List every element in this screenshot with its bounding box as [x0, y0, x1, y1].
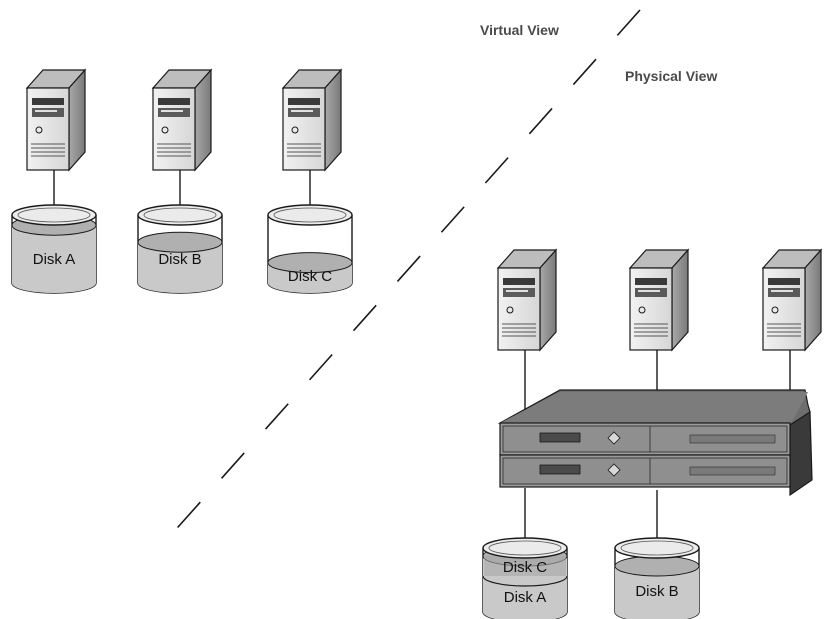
disk-top	[614, 537, 700, 559]
server-drive-slot	[35, 110, 57, 112]
server-drive-slot	[771, 290, 793, 292]
disk-fill	[268, 262, 352, 293]
disk-partition-c	[484, 556, 566, 576]
disk-label: Disk A	[504, 589, 547, 606]
server-power-button	[506, 306, 514, 314]
server-drive-bay	[288, 98, 320, 105]
server-drive-bay	[158, 98, 190, 105]
disk-top-rim	[488, 540, 562, 556]
server-drive-bay	[503, 278, 535, 285]
server-drive-slot	[161, 110, 183, 112]
disk-fill	[138, 242, 222, 293]
server-power-button	[771, 306, 779, 314]
view-divider-line	[161, 9, 641, 546]
device-indicator-icon	[607, 431, 621, 445]
server-power-button	[638, 306, 646, 314]
server-drive-bay	[32, 98, 64, 105]
servers	[25, 68, 823, 352]
virtual-connectors	[53, 170, 311, 210]
server-drive-bay	[635, 278, 667, 285]
device-vent	[689, 466, 776, 476]
server-drive-bay	[768, 278, 800, 285]
device-top-surface	[500, 392, 808, 425]
server-icon	[281, 68, 343, 172]
server-power-button	[35, 126, 43, 134]
server-drive-bay	[768, 288, 800, 297]
server-icon	[761, 248, 823, 352]
disks: Disk A Disk B Disk C Disk C Disk A Disk B	[11, 204, 700, 619]
disk-top	[267, 204, 353, 226]
virtual-view-label: Virtual View	[480, 22, 559, 38]
server-drive-slot	[291, 110, 313, 112]
device-vent	[689, 434, 776, 444]
disk-top-rim	[620, 540, 694, 556]
disk-partition-line	[482, 575, 568, 587]
storage-virtualization-device	[497, 389, 813, 497]
disk-top	[482, 537, 568, 559]
server-side	[539, 248, 557, 352]
server-icon	[496, 248, 558, 352]
server-icon	[628, 248, 690, 352]
disk-label: Disk B	[158, 251, 201, 268]
disk-top	[11, 204, 97, 226]
server-drive-bay	[503, 288, 535, 297]
disk-fill-level	[137, 231, 223, 253]
server-drive-bay	[288, 108, 320, 117]
device-side	[789, 410, 813, 497]
virtual-disk: Disk C	[267, 204, 353, 294]
server-drive-bay	[32, 108, 64, 117]
server-side	[194, 68, 212, 172]
physical-disk-combined: Disk C Disk A	[482, 537, 568, 619]
disk-label: Disk A	[33, 251, 76, 268]
server-side	[324, 68, 342, 172]
device-display	[539, 464, 581, 475]
disk-top-rim	[273, 207, 347, 223]
server-drive-bay	[635, 288, 667, 297]
device-indicator-icon	[607, 463, 621, 477]
server-drive-bay	[158, 108, 190, 117]
disk-fill	[12, 225, 96, 293]
disk-top-rim	[143, 207, 217, 223]
server-power-button	[161, 126, 169, 134]
disk-label: Disk B	[635, 583, 678, 600]
disk-fill	[615, 566, 699, 619]
virtual-disk: Disk A	[11, 204, 97, 294]
disk-top	[137, 204, 223, 226]
server-drive-slot	[506, 290, 528, 292]
virtual-disk: Disk B	[137, 204, 223, 294]
server-side	[68, 68, 86, 172]
server-drive-slot	[638, 290, 660, 292]
server-power-button	[291, 126, 299, 134]
device-display	[539, 432, 581, 443]
disk-top-rim	[17, 207, 91, 223]
physical-disk-b: Disk B	[614, 537, 700, 619]
server-icon	[151, 68, 213, 172]
disk-label: Disk C	[288, 268, 332, 285]
disk-label: Disk C	[503, 559, 547, 576]
disk-fill-level	[267, 252, 353, 274]
server-icon	[25, 68, 87, 172]
physical-view-label: Physical View	[625, 68, 718, 84]
server-side	[804, 248, 822, 352]
server-side	[671, 248, 689, 352]
disk-fill-level	[614, 555, 700, 577]
